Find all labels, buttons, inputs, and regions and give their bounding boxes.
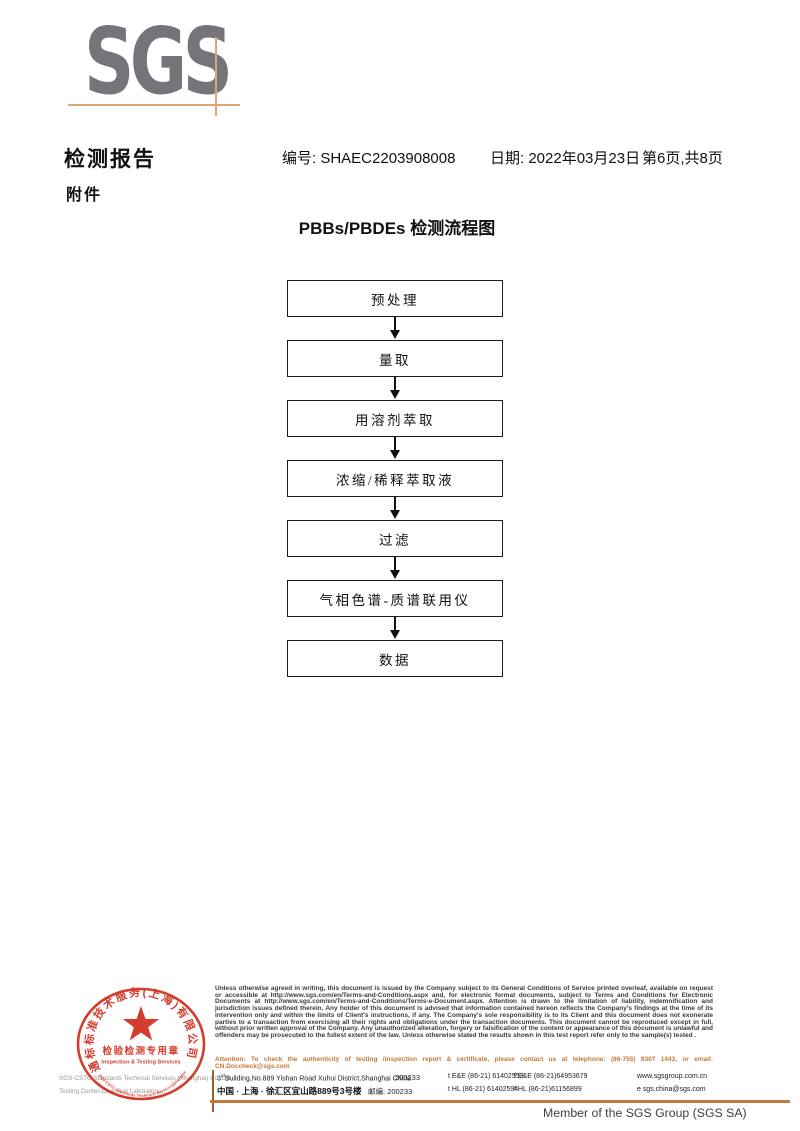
flow-step-pretreatment: 预处理 [287, 280, 503, 317]
footer-orange-rule [210, 1100, 790, 1103]
member-of-sgs-group: Member of the SGS Group (SGS SA) [543, 1106, 747, 1120]
flow-arrow-icon [287, 557, 503, 580]
footer-address-cn: 中国 · 上海 · 徐汇区宜山路889号3号楼 [217, 1086, 362, 1096]
report-title: 检测报告 [64, 148, 156, 171]
attention-text: Attention: To check the authenticity of … [215, 1056, 713, 1070]
footer-tel-cn: t HL (86-21) 61402594 [448, 1086, 519, 1093]
footer-divider [212, 1070, 214, 1112]
stamp-seal-subtitle: Inspection & Testing Services [101, 1060, 180, 1066]
company-name-en: SGS-CSTC Standards Technical Services (S… [59, 1075, 233, 1082]
footer-postal-cn: 邮编: 200233 [368, 1087, 413, 1096]
flowchart: 预处理 量取 用溶剂萃取 浓缩/稀释萃取液 过滤 气相色谱-质谱联用仪 数据 [287, 280, 503, 677]
flow-arrow-icon [287, 437, 503, 460]
flowchart-title: PBBs/PBDEs 检测流程图 [298, 219, 496, 238]
footer-address-num: 3 [217, 1075, 221, 1083]
footer-fax-cn: f HL (86-21)61156899 [514, 1086, 582, 1093]
flow-step-solvent-extraction: 用溶剂萃取 [287, 400, 503, 437]
flow-arrow-icon [287, 617, 503, 640]
footer-email: e sgs.china@sgs.com [637, 1086, 706, 1093]
flow-step-filter: 过滤 [287, 520, 503, 557]
footer-website: www.sgsgroup.com.cn [637, 1073, 708, 1080]
footer-postal-en: 200233 [395, 1073, 421, 1082]
logo-vertical-rule [215, 37, 217, 116]
footer-tel-en: t E&E (86-21) 61402553 [448, 1073, 524, 1080]
stamp-circle [76, 987, 206, 1101]
flow-arrow-icon [287, 497, 503, 520]
flow-arrow-icon [287, 317, 503, 340]
sgs-logo: SGS [84, 16, 274, 108]
page-indicator: 第6页,共8页 [642, 150, 723, 167]
flow-step-data: 数据 [287, 640, 503, 677]
flow-step-gcms: 气相色谱-质谱联用仪 [287, 580, 503, 617]
logo-horizontal-rule [68, 104, 240, 106]
flow-arrow-icon [287, 377, 503, 400]
stamp-seal-title: 检验检测专用章 [102, 1045, 179, 1057]
footer-address-en: 3rdBuilding,No.889 Yishan Road Xuhui Dis… [217, 1073, 411, 1082]
inspection-stamp: 通标标准技术服务(上海)有限公司 检验检测专用章 Inspection & Te… [73, 987, 206, 1101]
report-date: 日期: 2022年03月23日 [490, 150, 641, 167]
stamp-star-icon [122, 1006, 160, 1041]
footer-address-sup: rd [220, 1073, 225, 1078]
flow-step-concentrate-dilute: 浓缩/稀释萃取液 [287, 460, 503, 497]
attachment-label: 附件 [66, 187, 103, 204]
flow-step-measure: 量取 [287, 340, 503, 377]
sgs-logo-text: SGS [84, 8, 233, 115]
disclaimer-text: Unless otherwise agreed in writing, this… [215, 985, 713, 1039]
footer-address-rest: Building,No.889 Yishan Road Xuhui Distri… [224, 1075, 411, 1083]
report-number: 编号: SHAEC2203908008 [282, 150, 456, 167]
footer-fax-en: f E&E (86-21)64953679 [514, 1073, 588, 1080]
